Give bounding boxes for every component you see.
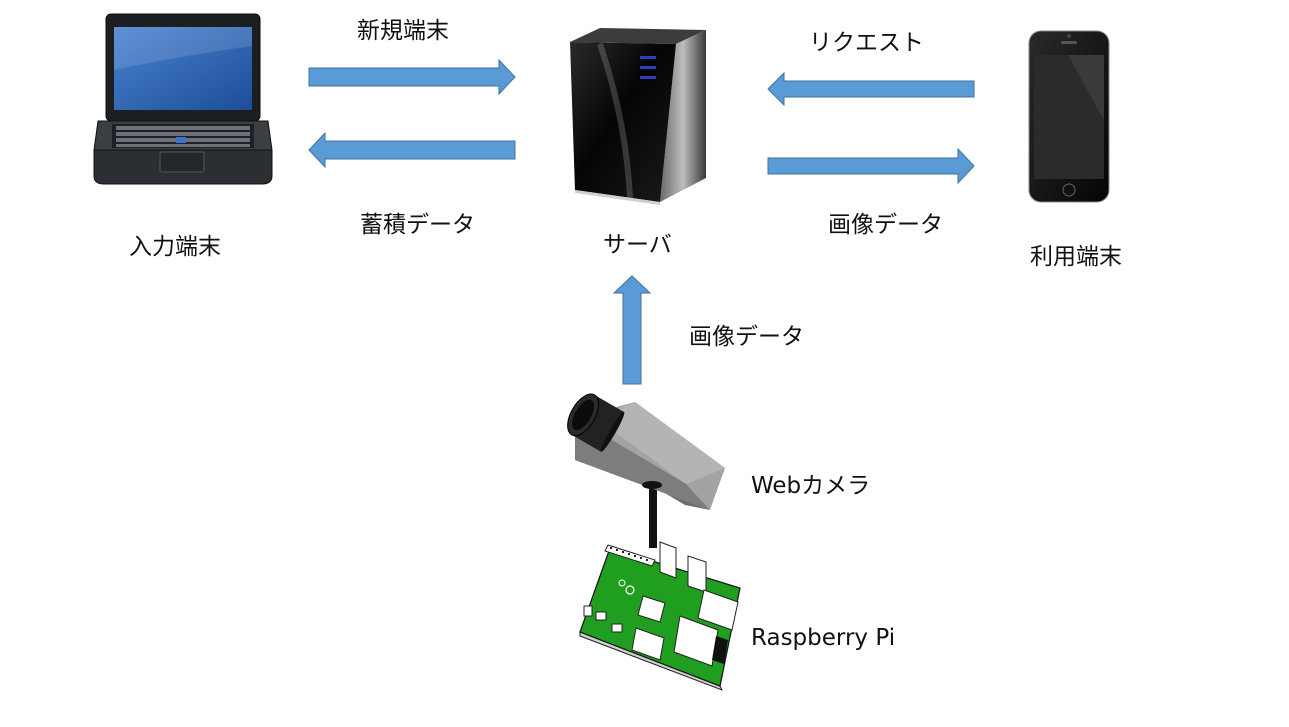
edge-label-image-data-from-camera: 画像データ (689, 324, 804, 350)
edge-label-image-data-to-phone: 画像データ (828, 212, 943, 238)
arrow-image-data-to-phone (767, 147, 975, 185)
node-label-input-terminal: 入力端末 (129, 234, 221, 260)
node-label-webcam: Webカメラ (751, 473, 871, 499)
node-label-raspberry-pi: Raspberry Pi (751, 625, 896, 651)
arrow-new-terminal (308, 58, 516, 96)
arrow-image-data-from-camera (612, 275, 652, 385)
edge-label-stored-data: 蓄積データ (360, 212, 475, 238)
arrow-request (767, 71, 975, 107)
edge-label-new-terminal: 新規端末 (357, 18, 449, 44)
raspberry-pi-board-icon (579, 541, 741, 691)
webcam-icon (567, 393, 725, 548)
node-label-server: サーバ (603, 232, 672, 258)
node-label-user-terminal: 利用端末 (1030, 244, 1122, 270)
server-tower-icon (570, 28, 706, 205)
smartphone-icon (1028, 30, 1110, 203)
laptop-icon (93, 13, 273, 185)
edge-label-request: リクエスト (809, 30, 924, 56)
arrow-stored-data (308, 131, 516, 169)
